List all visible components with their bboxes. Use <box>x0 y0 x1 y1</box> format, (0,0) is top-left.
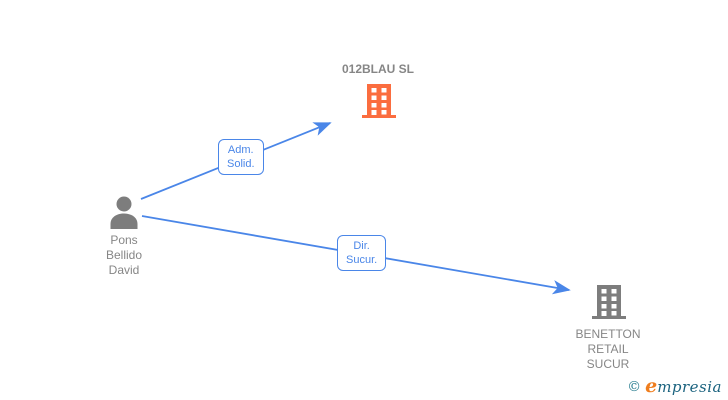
person-name-line2: Bellido <box>105 248 143 262</box>
person-name-label: Pons Bellido David <box>106 233 142 278</box>
building-icon <box>592 285 626 319</box>
edge-label-dir-sucur[interactable]: Dir. Sucur. <box>337 235 387 271</box>
person-name-line1: Pons <box>110 233 138 247</box>
company-benetton-line3: SUCUR <box>586 357 630 371</box>
building-icon <box>362 84 396 118</box>
edge-label-dir-line1: Dir. <box>353 240 370 252</box>
edge-label-dir-line2: Sucur. <box>346 254 378 266</box>
company-benetton-label: BENETTON RETAIL SUCUR <box>575 327 640 372</box>
edge-label-adm-line2: Solid. <box>227 158 255 170</box>
copyright-icon: © <box>627 379 642 395</box>
brand-name-rest: mpresia <box>657 378 722 396</box>
edge-label-adm-solid[interactable]: Adm. Solid. <box>218 139 264 175</box>
edge-label-adm-line1: Adm. <box>227 144 254 156</box>
company-012blau-title: 012BLAU SL <box>341 62 415 76</box>
node-company-benetton[interactable] <box>591 285 627 319</box>
company-benetton-line2: RETAIL <box>587 342 629 356</box>
brand-logo[interactable]: ©empresia <box>627 375 722 397</box>
company-benetton-line1: BENETTON <box>575 327 641 341</box>
person-icon <box>110 196 138 229</box>
person-name-line3: David <box>108 263 140 277</box>
brand-letter-e: e <box>645 375 658 397</box>
node-person-pons-bellido-david[interactable] <box>107 196 141 229</box>
node-company-012blau[interactable] <box>361 84 397 118</box>
